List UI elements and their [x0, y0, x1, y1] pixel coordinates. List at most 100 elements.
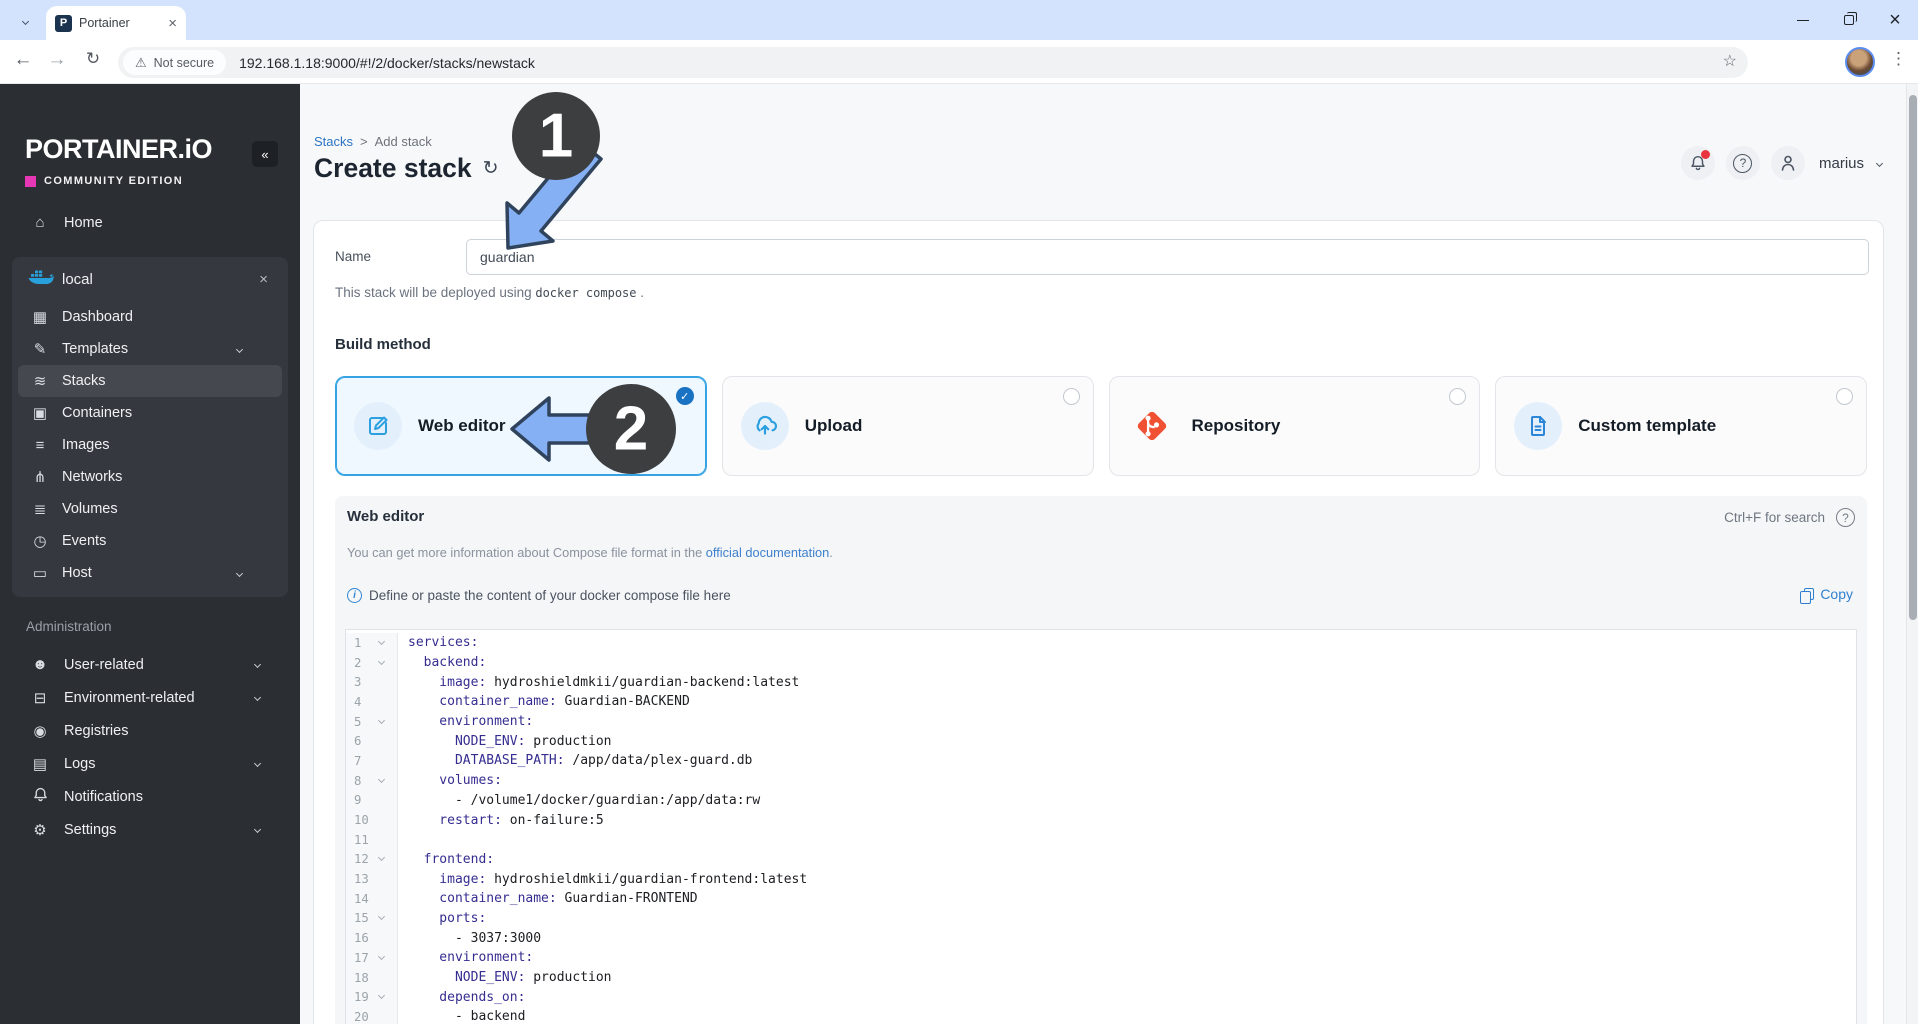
help-button[interactable]: ? [1725, 146, 1760, 180]
code-line[interactable]: 9 - /volume1/docker/guardian:/app/data:r… [346, 790, 1856, 811]
code-line[interactable]: 13 image: hydroshieldmkii/guardian-front… [346, 869, 1856, 889]
template-file-icon [1514, 402, 1563, 450]
code-line[interactable]: 7 DATABASE_PATH: /app/data/plex-guard.db [346, 751, 1856, 771]
main-content: Stacks > Add stack Create stack ↻ ? mari… [300, 84, 1906, 1024]
scrollbar-thumb[interactable] [1909, 95, 1917, 620]
build-method-upload[interactable]: Upload [721, 376, 1094, 476]
sidebar-item-templates[interactable]: ✎ Templates [18, 333, 282, 365]
logs-icon: ▤ [32, 755, 48, 773]
sidebar-item-settings[interactable]: ⚙ Settings [0, 813, 300, 846]
fold-arrow-icon[interactable] [377, 854, 386, 862]
reload-button[interactable]: ↻ [85, 49, 101, 68]
sidebar-item-events[interactable]: ◷ Events [18, 525, 282, 557]
stack-name-input[interactable] [466, 239, 1869, 275]
url-text[interactable]: 192.168.1.18:9000/#!/2/docker/stacks/new… [239, 54, 535, 71]
sidebar-item-stacks[interactable]: ≋ Stacks [18, 365, 282, 397]
official-documentation-link[interactable]: official documentation [705, 545, 830, 560]
sidebar-item-logs[interactable]: ▤ Logs [0, 747, 300, 780]
copy-button[interactable]: Copy [1800, 586, 1853, 604]
back-button[interactable]: ← [13, 49, 33, 70]
administration-section-label: Administration [26, 619, 112, 634]
code-line[interactable]: 18 NODE_ENV: production [346, 967, 1856, 988]
code-line[interactable]: 5 environment: [346, 711, 1856, 732]
radio-icon[interactable] [1836, 388, 1853, 405]
code-line[interactable]: 6 NODE_ENV: production [346, 731, 1856, 752]
build-method-web-editor[interactable]: Web editor ✓ [335, 376, 707, 476]
window-minimize-button[interactable] [1780, 0, 1826, 40]
breadcrumb-stacks-link[interactable]: Stacks [314, 134, 354, 149]
code-line[interactable]: 15 ports: [346, 908, 1856, 929]
chevron-down-icon [235, 569, 244, 577]
sidebar-item-user-related[interactable]: ☻ User-related [0, 648, 300, 681]
tab-close-icon[interactable]: × [168, 14, 177, 32]
stacks-icon: ≋ [33, 373, 47, 390]
sidebar-item-environment-related[interactable]: ⊟ Environment-related [0, 681, 300, 714]
sidebar-item-images[interactable]: ≡ Images [18, 429, 282, 461]
fold-arrow-icon[interactable] [377, 913, 386, 921]
window-restore-button[interactable] [1826, 0, 1872, 40]
fold-arrow-icon[interactable] [377, 716, 386, 724]
sidebar-item-notifications[interactable]: Notifications [0, 780, 300, 813]
question-icon: ? [1733, 153, 1753, 173]
help-circle-icon[interactable]: ? [1836, 508, 1855, 527]
sidebar-collapse-button[interactable]: « [252, 141, 278, 167]
browser-profile-avatar[interactable] [1845, 47, 1875, 77]
notifications-bell-button[interactable] [1680, 146, 1715, 180]
refresh-icon[interactable]: ↻ [482, 158, 499, 179]
sidebar-item-networks[interactable]: ⋔ Networks [18, 461, 282, 493]
sidebar-item-containers[interactable]: ▣ Containers [18, 397, 282, 429]
fold-arrow-icon[interactable] [377, 657, 386, 665]
sidebar-item-home[interactable]: ⌂ Home [0, 206, 300, 239]
sidebar-item-host[interactable]: ▭ Host [18, 557, 282, 589]
fold-arrow-icon[interactable] [377, 637, 386, 645]
code-line[interactable]: 20 - backend [346, 1007, 1856, 1024]
portainer-logo: PORTAINER.iO [25, 134, 213, 164]
web-editor-section: Web editor Ctrl+F for search ? You can g… [335, 496, 1867, 1024]
forward-button[interactable]: → [47, 49, 67, 70]
code-line[interactable]: 17 environment: [346, 948, 1856, 968]
build-method-custom-template[interactable]: Custom template [1495, 376, 1867, 476]
address-bar[interactable]: ⚠ Not secure 192.168.1.18:9000/#!/2/dock… [118, 47, 1748, 78]
page-scrollbar[interactable] [1906, 84, 1918, 1024]
code-line[interactable]: 16 - 3037:3000 [346, 928, 1856, 948]
compose-editor[interactable]: 1 services: 2 backend: [345, 629, 1857, 1024]
tab-search-button[interactable] [12, 10, 38, 32]
fold-arrow-icon[interactable] [377, 952, 386, 960]
code-line[interactable]: 4 container_name: Guardian-BACKEND [346, 692, 1856, 712]
radio-icon[interactable] [1449, 388, 1467, 405]
code-line[interactable]: 10 restart: on-failure:5 [346, 810, 1856, 830]
line-number: 3 [354, 675, 362, 690]
sidebar-item-registries[interactable]: ◉ Registries [0, 714, 300, 747]
compose-info-text: You can get more information about Compo… [347, 545, 833, 560]
code-line[interactable]: 3 image: hydroshieldmkii/guardian-backen… [346, 672, 1856, 693]
code-line[interactable]: 12 frontend: [346, 849, 1856, 870]
chevron-down-icon [253, 693, 262, 702]
browser-tab[interactable]: P Portainer × [46, 6, 186, 40]
code-line[interactable]: 8 volumes: [346, 770, 1856, 791]
build-method-repository[interactable]: Repository [1108, 376, 1481, 476]
code-line[interactable]: 2 backend: [346, 652, 1856, 673]
images-icon: ≡ [35, 436, 45, 454]
person-icon [1781, 155, 1795, 171]
window-close-button[interactable]: × [1889, 8, 1901, 31]
code-line[interactable]: 14 container_name: Guardian-FRONTEND [346, 888, 1856, 909]
fold-arrow-icon[interactable] [377, 992, 386, 1000]
close-environment-icon[interactable]: × [259, 270, 268, 288]
home-icon: ⌂ [35, 214, 45, 231]
chevron-down-icon[interactable] [1875, 159, 1884, 167]
sidebar-item-dashboard[interactable]: ▦ Dashboard [18, 301, 282, 333]
environment-header[interactable]: local × [12, 257, 288, 301]
user-name[interactable]: marius [1818, 154, 1864, 172]
not-secure-chip[interactable]: ⚠ Not secure [123, 50, 227, 75]
sidebar-item-volumes[interactable]: ≣ Volumes [18, 493, 282, 525]
user-avatar[interactable] [1770, 146, 1805, 180]
browser-menu-icon[interactable]: ⋮ [1890, 49, 1907, 68]
bookmark-star-icon[interactable]: ☆ [1722, 53, 1737, 70]
code-line[interactable]: 11 [346, 829, 1856, 850]
code-line[interactable]: 1 services: [346, 633, 1856, 653]
radio-icon[interactable] [1062, 388, 1080, 405]
breadcrumb-current: Add stack [374, 134, 432, 149]
code-line[interactable]: 19 depends_on: [346, 987, 1856, 1008]
fold-arrow-icon[interactable] [377, 775, 386, 783]
line-number: 15 [354, 911, 369, 926]
